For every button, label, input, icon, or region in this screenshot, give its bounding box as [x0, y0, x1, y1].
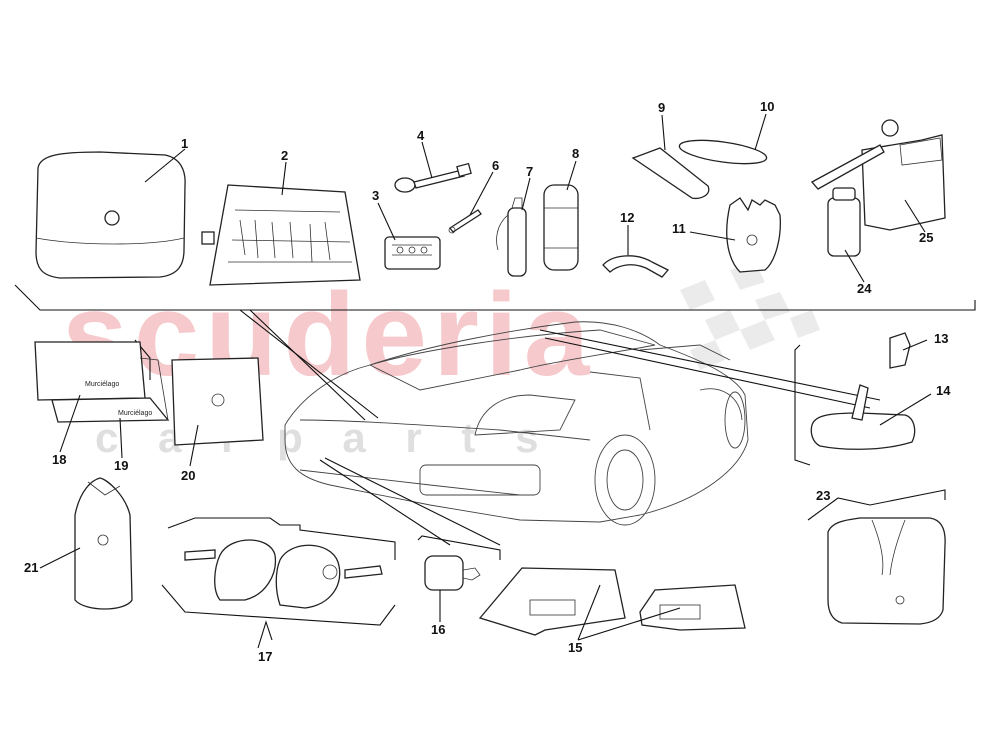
callout-4: 4 — [417, 128, 425, 143]
part-3-fuse-kit[interactable] — [384, 236, 441, 270]
callout-7: 7 — [526, 164, 533, 179]
part-11-gloves[interactable] — [726, 197, 781, 273]
checkered-flag-icon — [680, 262, 820, 370]
part-20-document-folder[interactable] — [171, 357, 264, 446]
part-8-compressor-bag[interactable] — [543, 184, 579, 271]
callout-6: 6 — [492, 158, 499, 173]
part-23-luggage-bag[interactable] — [807, 489, 946, 625]
callout-13: 13 — [934, 331, 948, 346]
part-21-car-cover-bag[interactable] — [74, 477, 133, 610]
part-9-ice-scraper[interactable] — [631, 147, 710, 200]
part-15-floor-mats[interactable] — [478, 567, 746, 636]
part-7-fire-extinguisher[interactable] — [496, 197, 527, 277]
callout-15: 15 — [568, 640, 582, 655]
callout-11: 11 — [672, 221, 686, 236]
callout-14: 14 — [936, 383, 951, 398]
callout-3: 3 — [372, 188, 379, 203]
part-16-alarm-siren[interactable] — [417, 535, 501, 591]
callout-16: 16 — [431, 622, 445, 637]
callout-labels: 1 2 3 4 6 7 8 9 10 11 12 13 14 15 16 17 … — [24, 99, 951, 664]
callout-25: 25 — [919, 230, 933, 245]
part-2-tool-roll[interactable] — [201, 184, 361, 286]
car-illustration — [284, 321, 749, 526]
callout-9: 9 — [658, 100, 665, 115]
watermark-subtext: c a r p a r t s — [95, 414, 552, 461]
part-19-manual[interactable]: Murciélago — [51, 357, 170, 423]
callout-2: 2 — [281, 148, 288, 163]
part-4-wheel-wrench[interactable] — [394, 162, 472, 193]
callout-20: 20 — [181, 468, 195, 483]
manual-19-title: Murciélago — [118, 410, 152, 417]
callout-24: 24 — [857, 281, 872, 296]
callout-21: 21 — [24, 560, 38, 575]
part-14-rearview-mirror[interactable] — [810, 384, 916, 450]
manual-18-title: Murciélago — [85, 381, 119, 388]
callout-10: 10 — [760, 99, 774, 114]
section-divider — [14, 284, 976, 311]
part-18-manual[interactable]: Murciélago — [34, 341, 146, 401]
leader-lines — [134, 309, 881, 546]
callout-leaders — [39, 113, 932, 649]
callout-18: 18 — [52, 452, 66, 467]
part-17-horns[interactable] — [161, 517, 396, 626]
part-25-battery-maintainer[interactable] — [810, 119, 946, 231]
callout-17: 17 — [258, 649, 272, 664]
callout-8: 8 — [572, 146, 579, 161]
callout-23: 23 — [816, 488, 830, 503]
part-10-strap[interactable] — [678, 136, 768, 168]
part-1-tool-case[interactable] — [35, 151, 186, 279]
part-24-bottle[interactable] — [827, 187, 861, 257]
callout-12: 12 — [620, 210, 634, 225]
part-13-mirror-cover[interactable] — [889, 332, 911, 369]
part-12-clip[interactable] — [602, 255, 670, 278]
callout-19: 19 — [114, 458, 128, 473]
callout-1: 1 — [181, 136, 188, 151]
part-6-tow-eye[interactable] — [448, 209, 482, 234]
